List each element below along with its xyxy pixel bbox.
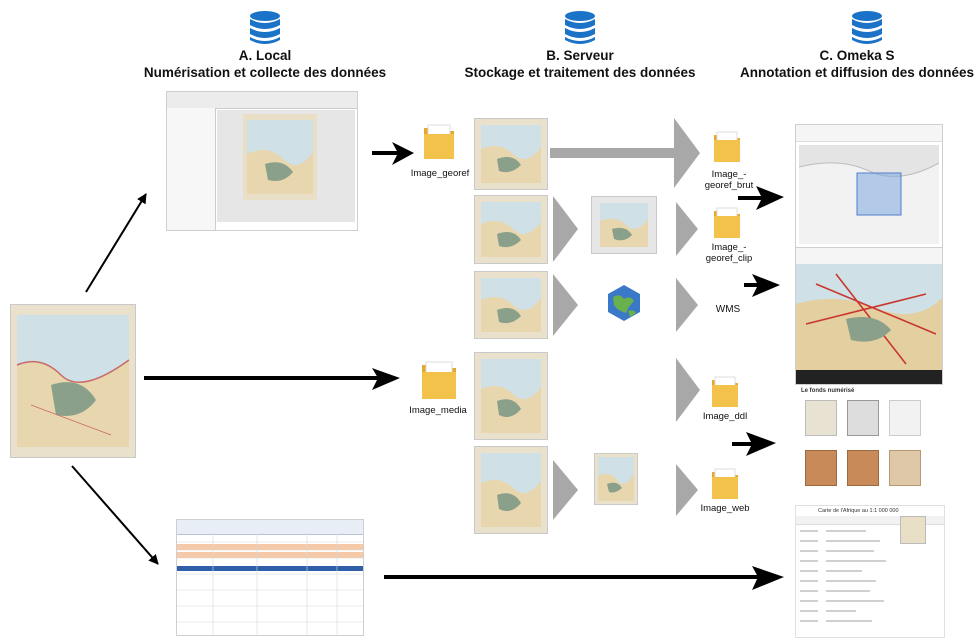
database-icon-omeka bbox=[850, 10, 884, 46]
folder-icon-image-ddl bbox=[710, 373, 740, 409]
clipped-map-thumbnail bbox=[591, 196, 657, 254]
folder-icon-image-georef bbox=[422, 120, 456, 162]
server-map-georef-brut bbox=[474, 118, 548, 190]
omeka-item-record-screenshot: Carte de l'Afrique au 1:1 000 000 bbox=[795, 505, 945, 638]
database-icon-local bbox=[248, 10, 282, 46]
qgis-screenshot bbox=[166, 91, 358, 231]
column-header-omeka: C. Omeka S Annotation et diffusion des d… bbox=[740, 48, 974, 80]
server-map-media bbox=[474, 352, 548, 440]
label-image-georef-clip: Image_- georef_clip bbox=[705, 242, 753, 264]
spreadsheet-screenshot bbox=[176, 519, 364, 636]
omeka-gallery-screenshot: Le fonds numérisé bbox=[795, 386, 943, 502]
arrow-source-to-qgis bbox=[85, 193, 147, 293]
web-resized-map-thumbnail bbox=[594, 453, 638, 505]
server-map-georef-clip bbox=[474, 195, 548, 264]
database-icon-server bbox=[563, 10, 597, 46]
omeka-map-viewer-screenshot bbox=[795, 247, 943, 385]
server-map-wms bbox=[474, 271, 548, 339]
label-wms: WMS bbox=[715, 304, 741, 315]
omeka-map-extent-screenshot bbox=[795, 124, 943, 248]
label-image-ddl: Image_ddl bbox=[702, 411, 748, 422]
gallery-title: Le fonds numérisé bbox=[801, 388, 855, 394]
folder-icon-image-web bbox=[710, 465, 740, 501]
grey-arrow-brut-shaft bbox=[550, 148, 676, 158]
folder-icon-image-georef-brut bbox=[712, 128, 742, 164]
column-header-server: B. Serveur Stockage et traitement des do… bbox=[464, 48, 696, 80]
folder-icon-image-media bbox=[420, 356, 458, 402]
label-image-media: Image_media bbox=[409, 405, 467, 416]
arrow-source-to-spreadsheet bbox=[71, 465, 159, 565]
label-image-georef-brut: Image_- georef_brut bbox=[704, 169, 754, 191]
item-title: Carte de l'Afrique au 1:1 000 000 bbox=[818, 508, 899, 514]
folder-icon-image-georef-clip bbox=[712, 204, 742, 240]
geoserver-globe-icon bbox=[604, 283, 644, 323]
label-image-georef: Image_georef bbox=[410, 168, 470, 179]
server-map-web bbox=[474, 446, 548, 534]
label-image-web: Image_web bbox=[700, 503, 750, 514]
column-header-local: A. Local Numérisation et collecte des do… bbox=[143, 48, 387, 80]
source-map-scan bbox=[10, 304, 136, 458]
